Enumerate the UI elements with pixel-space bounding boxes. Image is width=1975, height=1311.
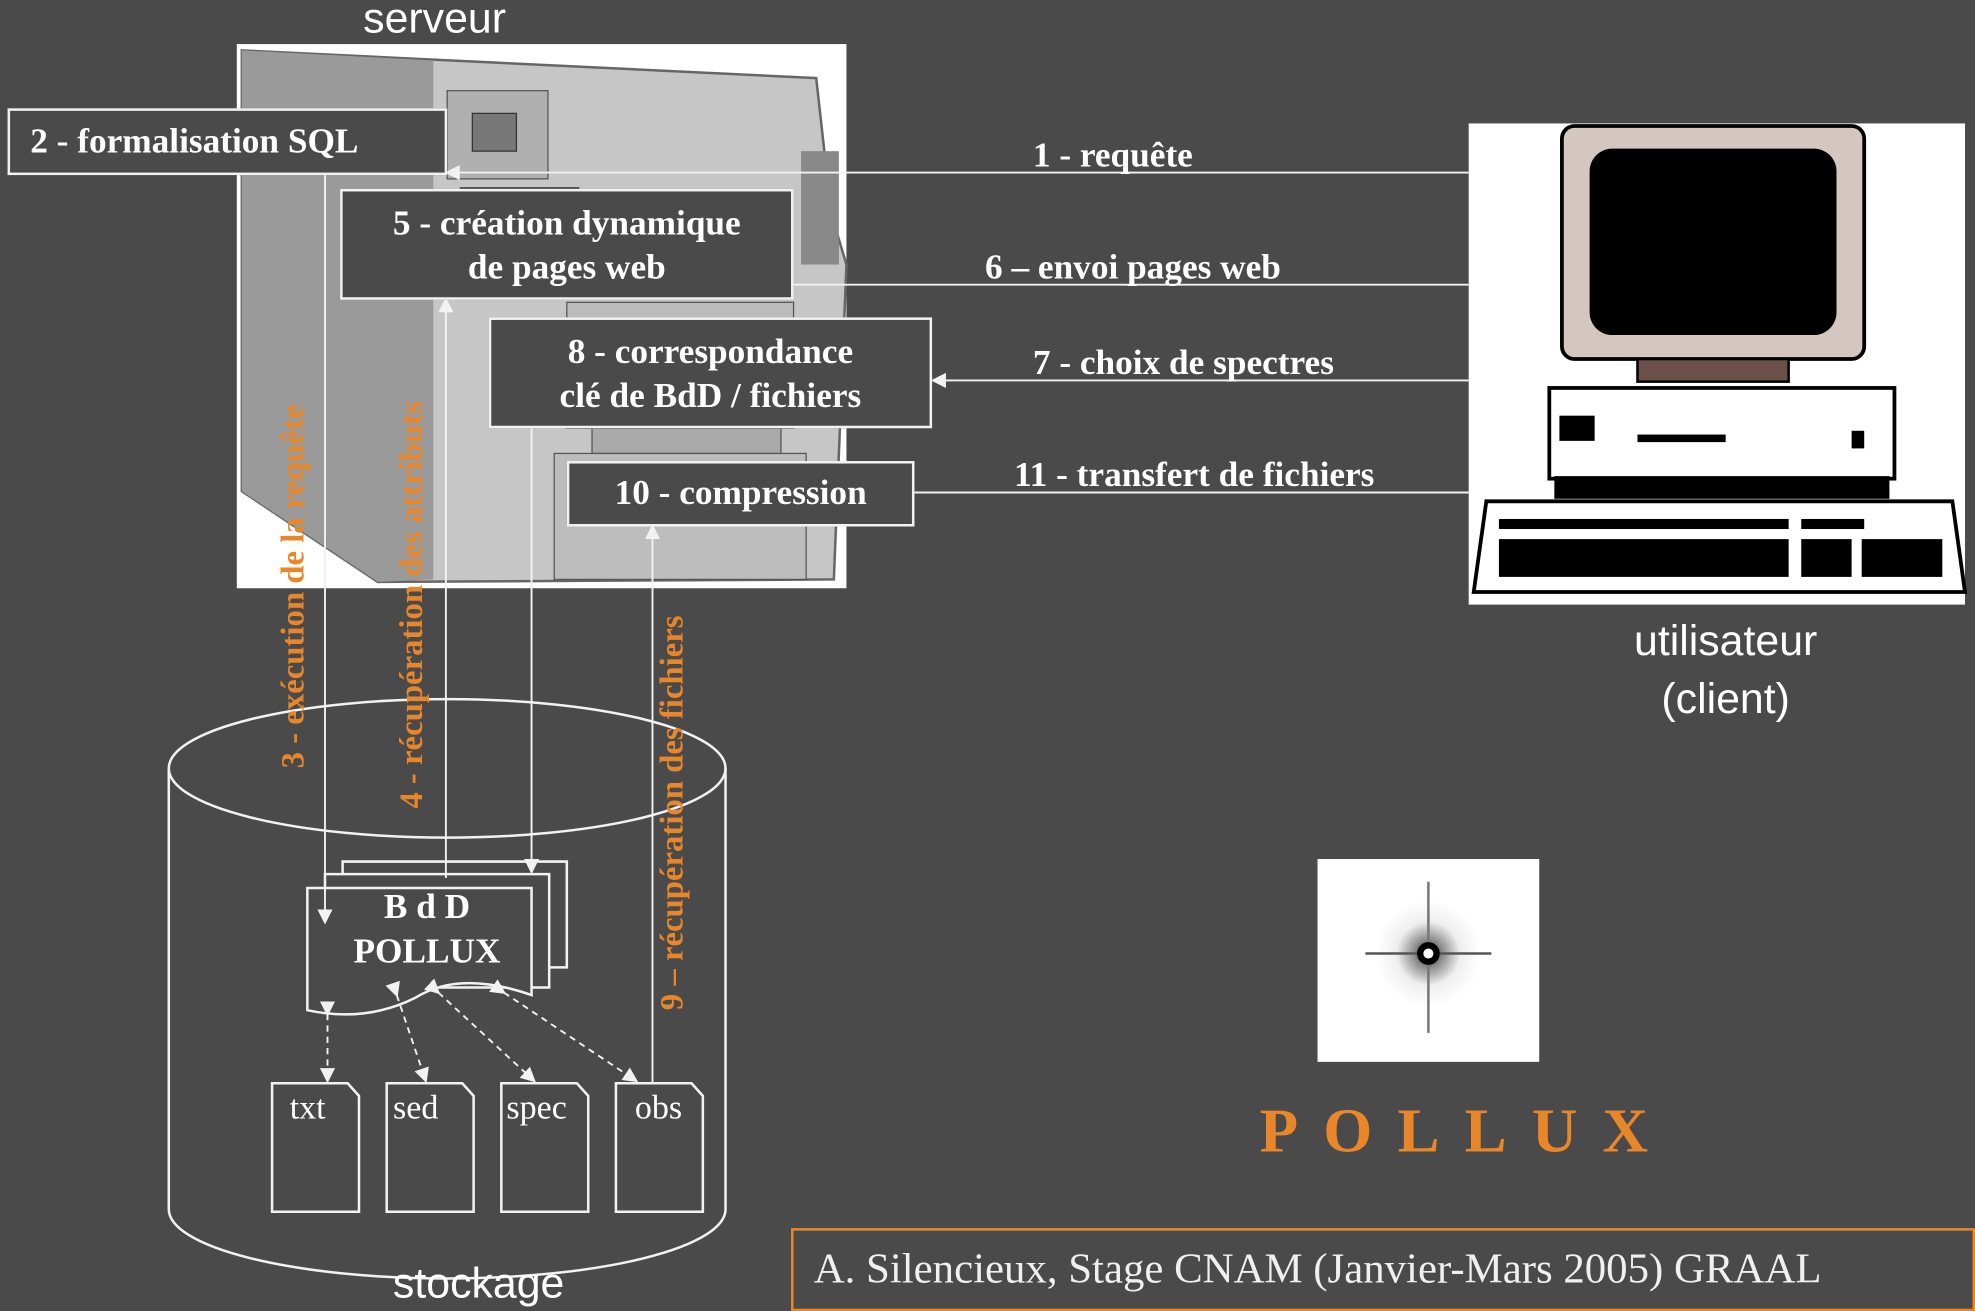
credit-text: A. Silencieux, Stage CNAM (Janvier-Mars … xyxy=(813,1245,1822,1293)
pollux-title: POLLUX xyxy=(1259,1094,1674,1166)
database-line1: B d D xyxy=(383,888,471,928)
file-icons xyxy=(270,1081,705,1213)
database-line2: POLLUX xyxy=(353,932,501,972)
vertical-label-4-attribute-retrieval: 4 - récupération des attributs xyxy=(392,401,430,809)
file-label-spec: spec xyxy=(506,1088,567,1127)
file-label-obs: obs xyxy=(634,1088,683,1127)
server-label: serveur xyxy=(363,0,506,43)
box-creation-line1: 5 - création dynamique xyxy=(392,204,741,244)
box-correspondance: 8 - correspondance clé de BdD / fichiers xyxy=(488,317,933,429)
credit-box: A. Silencieux, Stage CNAM (Janvier-Mars … xyxy=(791,1228,1975,1311)
box-creation-line2: de pages web xyxy=(467,248,666,288)
storage-cylinder xyxy=(167,697,727,1280)
client-server-lines xyxy=(444,165,1469,494)
client-label-line1: utilisateur xyxy=(1633,617,1818,666)
server-database-lines xyxy=(317,172,661,1084)
box-formalisation-sql: 2 - formalisation SQL xyxy=(7,108,448,176)
box-creation-pages: 5 - création dynamique de pages web xyxy=(340,188,794,300)
arrow-label-6-send-pages: 6 – envoi pages web xyxy=(985,248,1281,288)
file-label-txt: txt xyxy=(289,1088,326,1127)
box-formalisation-text: 2 - formalisation SQL xyxy=(30,122,359,162)
storage-label: stockage xyxy=(392,1259,565,1308)
pollux-logo-image xyxy=(1317,859,1540,1062)
arrow-label-7-choose-spectra: 7 - choix de spectres xyxy=(1032,343,1334,383)
file-database-links xyxy=(319,978,639,1084)
vertical-label-3-query-execution: 3 - exécution de la requête xyxy=(274,404,312,769)
box-correspondance-line1: 8 - correspondance xyxy=(567,332,854,372)
arrow-label-1-request: 1 - requête xyxy=(1032,136,1193,176)
arrow-label-11-file-transfer: 11 - transfert de fichiers xyxy=(1013,455,1375,496)
client-computer-image xyxy=(1468,123,1968,605)
box-compression-text: 10 - compression xyxy=(614,473,867,513)
box-correspondance-line2: clé de BdD / fichiers xyxy=(559,376,862,416)
vertical-label-9-file-retrieval: 9 – récupération des fichiers xyxy=(653,615,691,1011)
file-label-sed: sed xyxy=(392,1088,439,1127)
box-compression: 10 - compression xyxy=(566,461,915,527)
client-label-line2: (client) xyxy=(1661,675,1790,724)
